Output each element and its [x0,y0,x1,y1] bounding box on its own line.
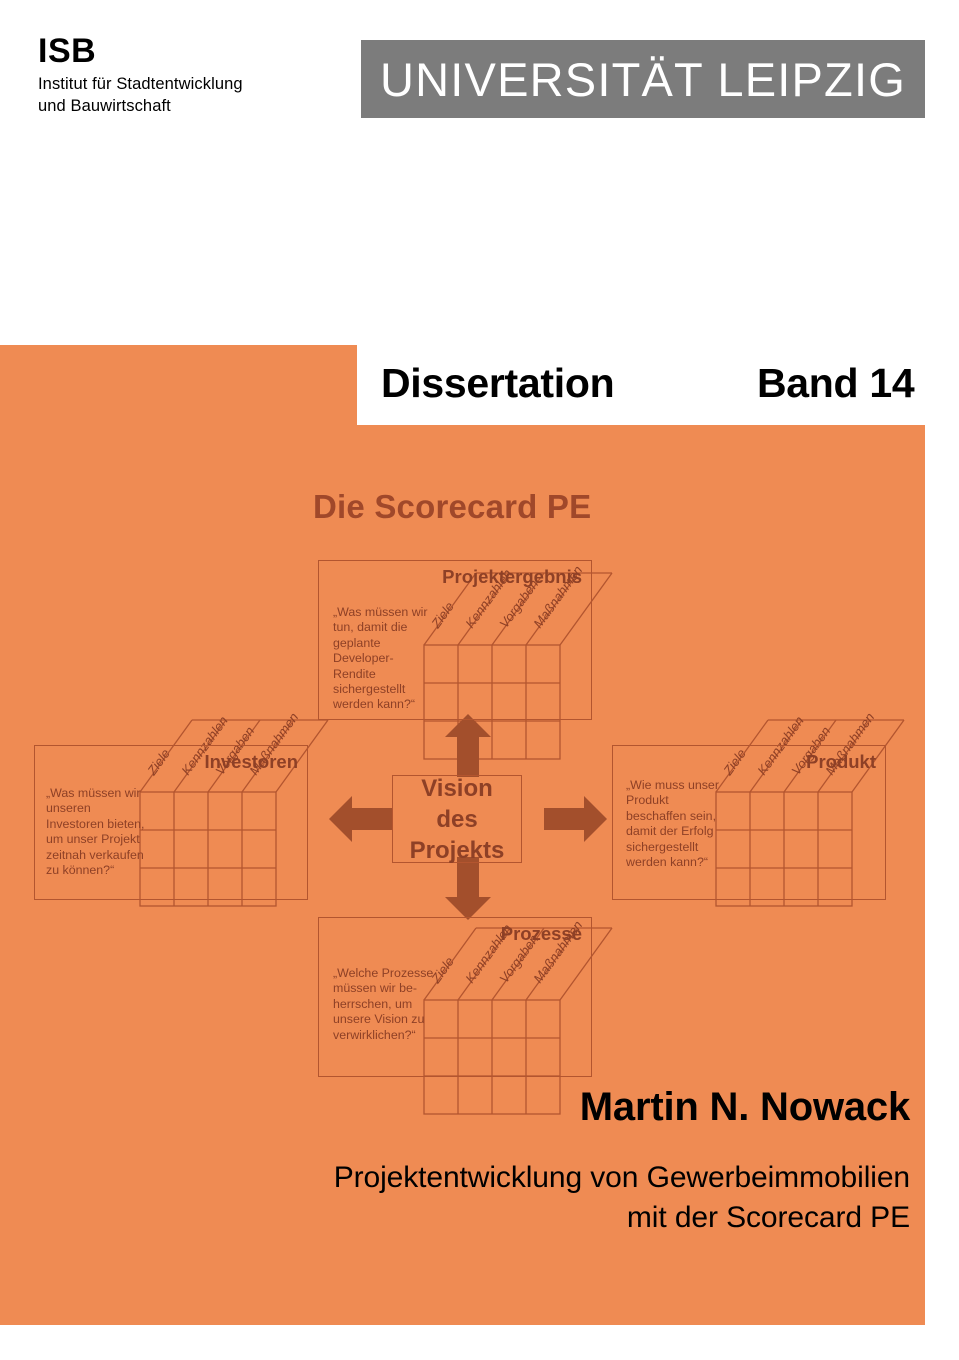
volume-label: Band 14 [757,360,915,406]
arrow-down-icon [445,857,491,920]
perspective-question-prozesse: „Welche Prozesse müssen wir be- herrsche… [333,966,434,1042]
arrow-up-icon [445,714,491,777]
cover-title-row: Dissertation Band 14 [357,345,959,425]
perspective-title-prozesse: Prozesse [500,923,582,944]
perspective-question-investoren: „Was müssen wir unseren Investoren biete… [46,786,145,878]
isb-acronym: ISB [38,32,97,70]
vision-box: Vision des Projekts [392,774,522,864]
subtitle-line-1: Projektentwicklung von Gewerbeimmobilien [333,1161,910,1194]
perspective-title-produkt: Produkt [806,751,876,772]
perspective-question-produkt: „Wie muss unser Produkt beschaffen sein,… [626,778,719,870]
diagram-title: Die Scorecard PE [313,488,592,525]
perspective-box-projektergebnis: Projektergebnis „Was müssen wir tun, dam… [318,560,592,720]
series-label: Dissertation [381,360,615,406]
vision-line-1: Vision [421,774,493,802]
cover-title-notch: Dissertation Band 14 [357,345,959,425]
arrow-left-icon [329,796,392,842]
university-banner-label: UNIVERSITÄT LEIPZIG [380,52,906,106]
university-banner: UNIVERSITÄT LEIPZIG [361,40,925,118]
arrow-right-icon [544,796,607,842]
perspective-title-projektergebnis: Projektergebnis [442,566,582,587]
vision-line-2: des [436,805,478,833]
perspective-title-investoren: Investoren [204,751,298,772]
isb-subtitle: Institut für Stadtentwicklung und Bauwir… [38,75,243,115]
isb-logo: ISB Institut für Stadtentwicklung und Ba… [38,33,328,117]
vision-line-3: Projekts [409,836,505,864]
perspective-question-projektergebnis: „Was müssen wir tun, damit die geplante … [333,605,428,712]
author-name: Martin N. Nowack [579,1085,910,1129]
perspective-box-investoren: Investoren „Was müssen wir unseren Inves… [34,745,308,900]
perspective-box-prozesse: Prozesse „Welche Prozesse müssen wir be-… [318,917,592,1077]
perspective-box-produkt: Produkt „Wie muss unser Produkt beschaff… [612,745,886,900]
book-subtitle: Projektentwicklung von Gewerbeimmobilien… [334,1158,910,1238]
subtitle-line-2: mit der Scorecard PE [626,1201,910,1234]
